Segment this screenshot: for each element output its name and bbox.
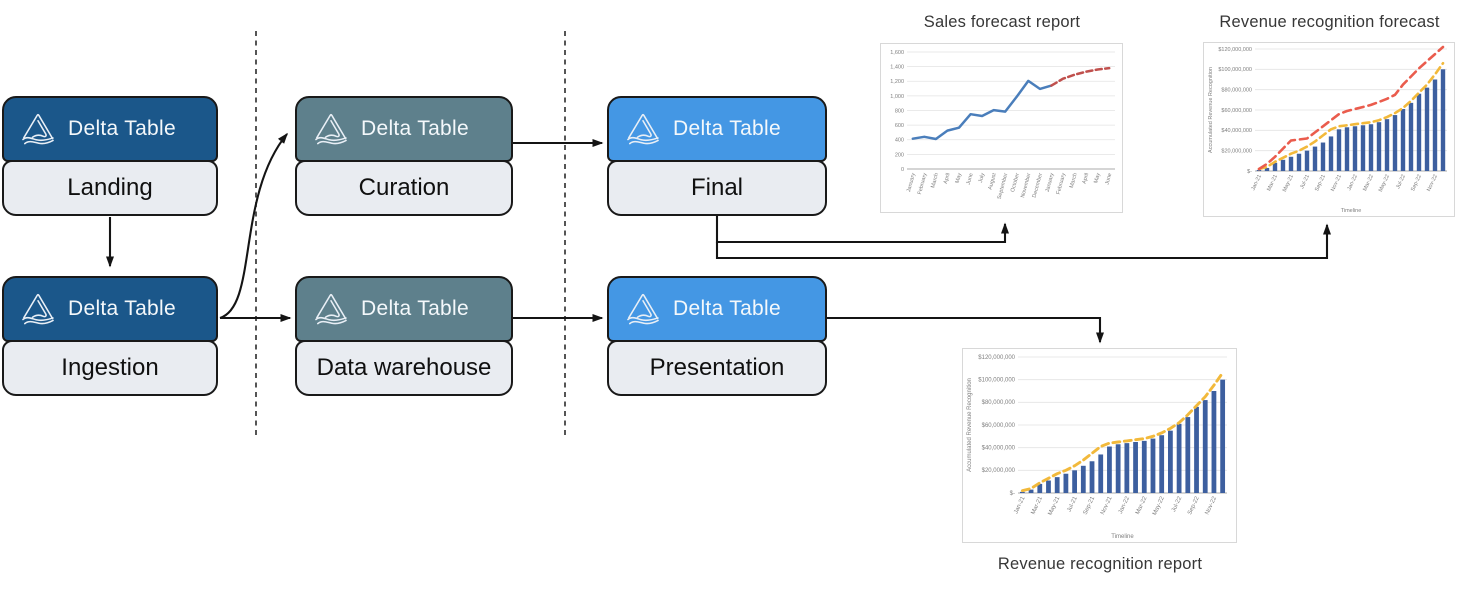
delta-table-box-data-warehouse: Delta Table Data warehouse xyxy=(295,276,513,396)
svg-text:1,600: 1,600 xyxy=(890,50,904,56)
arrow-final-to-revenue-forecast-chart xyxy=(715,223,1331,260)
svg-text:$100,000,000: $100,000,000 xyxy=(978,378,1015,384)
svg-text:February: February xyxy=(917,172,929,195)
delta-table-header: Delta Table xyxy=(295,276,513,342)
delta-table-title: Delta Table xyxy=(68,117,176,140)
delta-table-title: Delta Table xyxy=(673,297,781,320)
svg-text:Accumulated Revenue Recognitio: Accumulated Revenue Recognition xyxy=(1208,67,1214,153)
delta-lake-logo-icon xyxy=(17,110,59,148)
stage-label-container: Ingestion xyxy=(2,340,218,396)
stage-label-container: Landing xyxy=(2,160,218,216)
delta-lake-logo-icon xyxy=(310,110,352,148)
svg-text:$40,000,000: $40,000,000 xyxy=(982,446,1016,452)
svg-text:Timeline: Timeline xyxy=(1111,534,1134,540)
stage-label: Curation xyxy=(358,174,450,201)
svg-text:$20,000,000: $20,000,000 xyxy=(1221,149,1252,155)
delta-table-title: Delta Table xyxy=(361,117,469,140)
delta-table-header: Delta Table xyxy=(2,96,218,162)
svg-text:August: August xyxy=(988,172,998,191)
svg-text:May: May xyxy=(955,172,964,184)
delta-table-box-landing: Delta Table Landing xyxy=(2,96,218,216)
delta-table-header: Delta Table xyxy=(607,96,827,162)
svg-text:January: January xyxy=(1045,172,1056,193)
delta-lake-logo-icon xyxy=(310,290,352,328)
svg-text:Jul-22: Jul-22 xyxy=(1395,174,1407,190)
delta-table-title: Delta Table xyxy=(361,297,469,320)
stage-label-container: Presentation xyxy=(607,340,827,396)
arrow-final-to-sales-forecast-chart xyxy=(715,216,1009,244)
delta-table-header: Delta Table xyxy=(607,276,827,342)
svg-text:$-: $- xyxy=(1010,491,1015,497)
arrow-ingestion-to-curation xyxy=(219,132,288,320)
stage-label-container: Final xyxy=(607,160,827,216)
delta-table-title: Delta Table xyxy=(673,117,781,140)
stage-label: Final xyxy=(690,174,744,201)
svg-text:July: July xyxy=(978,172,986,183)
delta-lake-logo-icon xyxy=(622,290,664,328)
svg-text:Jul-21: Jul-21 xyxy=(1299,174,1311,190)
svg-text:Timeline: Timeline xyxy=(1341,208,1362,214)
delta-table-box-final: Delta Table Final xyxy=(607,96,827,216)
delta-table-box-ingestion: Delta Table Ingestion xyxy=(2,276,218,396)
revenue-recognition-forecast-chart: $- $20,000,000 $40,000,000 $60,000,000 $80,0… xyxy=(1203,42,1455,217)
delta-lake-logo-icon xyxy=(17,290,59,328)
svg-text:1,400: 1,400 xyxy=(890,65,904,71)
svg-text:March: March xyxy=(930,172,940,188)
svg-text:Accumulated Revenue Recognitio: Accumulated Revenue Recognition xyxy=(967,378,973,472)
delta-table-box-curation: Delta Table Curation xyxy=(295,96,513,216)
svg-text:$40,000,000: $40,000,000 xyxy=(1221,128,1252,134)
delta-table-title: Delta Table xyxy=(68,297,176,320)
svg-text:$80,000,000: $80,000,000 xyxy=(982,400,1016,406)
svg-text:April: April xyxy=(1082,172,1091,184)
svg-text:June: June xyxy=(1104,172,1113,185)
stage-label-container: Curation xyxy=(295,160,513,216)
svg-text:0: 0 xyxy=(901,167,904,173)
svg-text:1,000: 1,000 xyxy=(890,94,904,100)
svg-text:$120,000,000: $120,000,000 xyxy=(1218,47,1252,53)
svg-text:February: February xyxy=(1056,172,1068,195)
svg-text:March: March xyxy=(1069,172,1079,188)
svg-text:$120,000,000: $120,000,000 xyxy=(978,355,1015,361)
svg-text:400: 400 xyxy=(895,138,904,144)
svg-text:$-: $- xyxy=(1247,169,1252,175)
svg-text:600: 600 xyxy=(895,123,904,129)
svg-text:200: 200 xyxy=(895,152,904,158)
delta-table-box-presentation: Delta Table Presentation xyxy=(607,276,827,396)
sales-forecast-chart-title: Sales forecast report xyxy=(923,13,1081,31)
svg-text:April: April xyxy=(943,172,952,184)
arrow-presentation-to-revenue-report-chart xyxy=(827,316,1104,344)
stage-label: Landing xyxy=(67,174,153,201)
svg-text:$20,000,000: $20,000,000 xyxy=(982,468,1016,474)
revenue-forecast-chart-title: Revenue recognition forecast xyxy=(1219,13,1440,31)
svg-text:May: May xyxy=(1093,172,1102,184)
svg-text:June: June xyxy=(966,172,975,185)
stage-label: Ingestion xyxy=(61,354,159,381)
svg-text:$100,000,000: $100,000,000 xyxy=(1218,67,1252,73)
delta-table-header: Delta Table xyxy=(2,276,218,342)
revenue-recognition-report-chart: $- $20,000,000 $40,000,000 $60,000,000 $80,0… xyxy=(962,348,1237,543)
stage-label-container: Data warehouse xyxy=(295,340,513,396)
revenue-report-chart-title: Revenue recognition report xyxy=(997,555,1203,573)
sales-forecast-chart: 0 200 400 600 800 1,000 1,200 1,400 1,600January… xyxy=(880,43,1123,213)
stage-label: Data warehouse xyxy=(316,354,492,381)
svg-text:800: 800 xyxy=(895,108,904,114)
svg-text:$60,000,000: $60,000,000 xyxy=(1221,108,1252,114)
svg-text:October: October xyxy=(1010,172,1021,193)
svg-text:$60,000,000: $60,000,000 xyxy=(982,423,1016,429)
svg-text:$80,000,000: $80,000,000 xyxy=(1221,88,1252,94)
svg-text:January: January xyxy=(906,172,917,193)
stage-label: Presentation xyxy=(649,354,785,381)
delta-table-header: Delta Table xyxy=(295,96,513,162)
svg-text:1,200: 1,200 xyxy=(890,79,904,85)
delta-lake-logo-icon xyxy=(622,110,664,148)
